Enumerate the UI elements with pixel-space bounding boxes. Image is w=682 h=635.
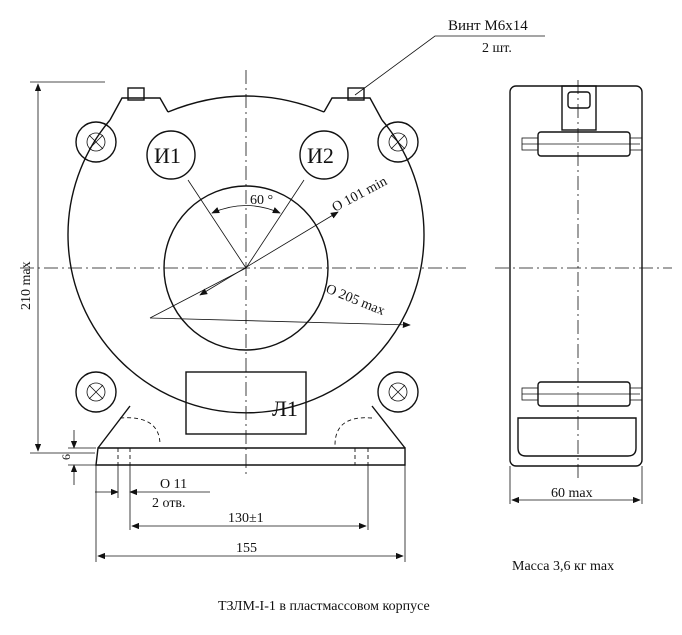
base-width-text: 155 [236, 541, 257, 556]
drawing-caption: ТЗЛМ-I-1 в пластмассовом корпусе [218, 599, 430, 614]
height-dim-text: 210 max [19, 261, 34, 310]
terminal-i1 [146, 130, 196, 180]
front-view [20, 35, 545, 562]
terminal-i2 [299, 130, 349, 180]
side-base-foot [517, 417, 637, 457]
base-thickness-text: 6 [59, 454, 73, 460]
screw-callout-leader [354, 35, 545, 96]
screw-head-left [127, 87, 145, 101]
hole-dim-text: О 11 [160, 477, 187, 492]
hole-spacing-text: 130±1 [228, 511, 264, 526]
inner-diameter-leader [199, 211, 339, 296]
side-lower-nut-right [629, 387, 643, 401]
outer-diameter-text: О 205 max [324, 282, 387, 319]
base-hidden-lines [119, 417, 373, 446]
side-view [495, 80, 672, 504]
side-screw-block [561, 85, 597, 131]
terminal-i1-label: И1 [154, 143, 181, 168]
right-top-boss [323, 97, 383, 121]
hole-qty-text: 2 отв. [152, 496, 186, 511]
side-body [509, 85, 643, 467]
terminal-i2-label: И2 [307, 143, 334, 168]
terminal-l1-label: Л1 [272, 396, 298, 421]
inner-diameter-text: О 101 min [330, 174, 390, 215]
outer-diameter-leader-2 [149, 267, 247, 319]
side-screw-head [567, 91, 591, 109]
side-lower-nut-left [521, 387, 539, 401]
angle-text: 60 ° [250, 193, 273, 208]
mass-text: Масса 3,6 кг max [512, 559, 614, 574]
left-top-boss [109, 97, 169, 121]
base-ribs [97, 405, 406, 449]
outer-diameter-leader [149, 317, 411, 329]
mounting-holes-hidden [117, 448, 369, 465]
side-width-text: 60 max [551, 486, 593, 501]
side-upper-nut-right [629, 137, 643, 151]
side-upper-nut-left [521, 137, 539, 151]
mounting-lugs [75, 121, 419, 413]
screw-callout-text: Винт М6х14 [448, 18, 528, 34]
base-plate [95, 447, 406, 466]
angle-arc [211, 205, 281, 214]
angle-leg-left [187, 179, 247, 269]
screw-qty-text: 2 шт. [482, 41, 512, 56]
screw-head-right [347, 87, 365, 101]
